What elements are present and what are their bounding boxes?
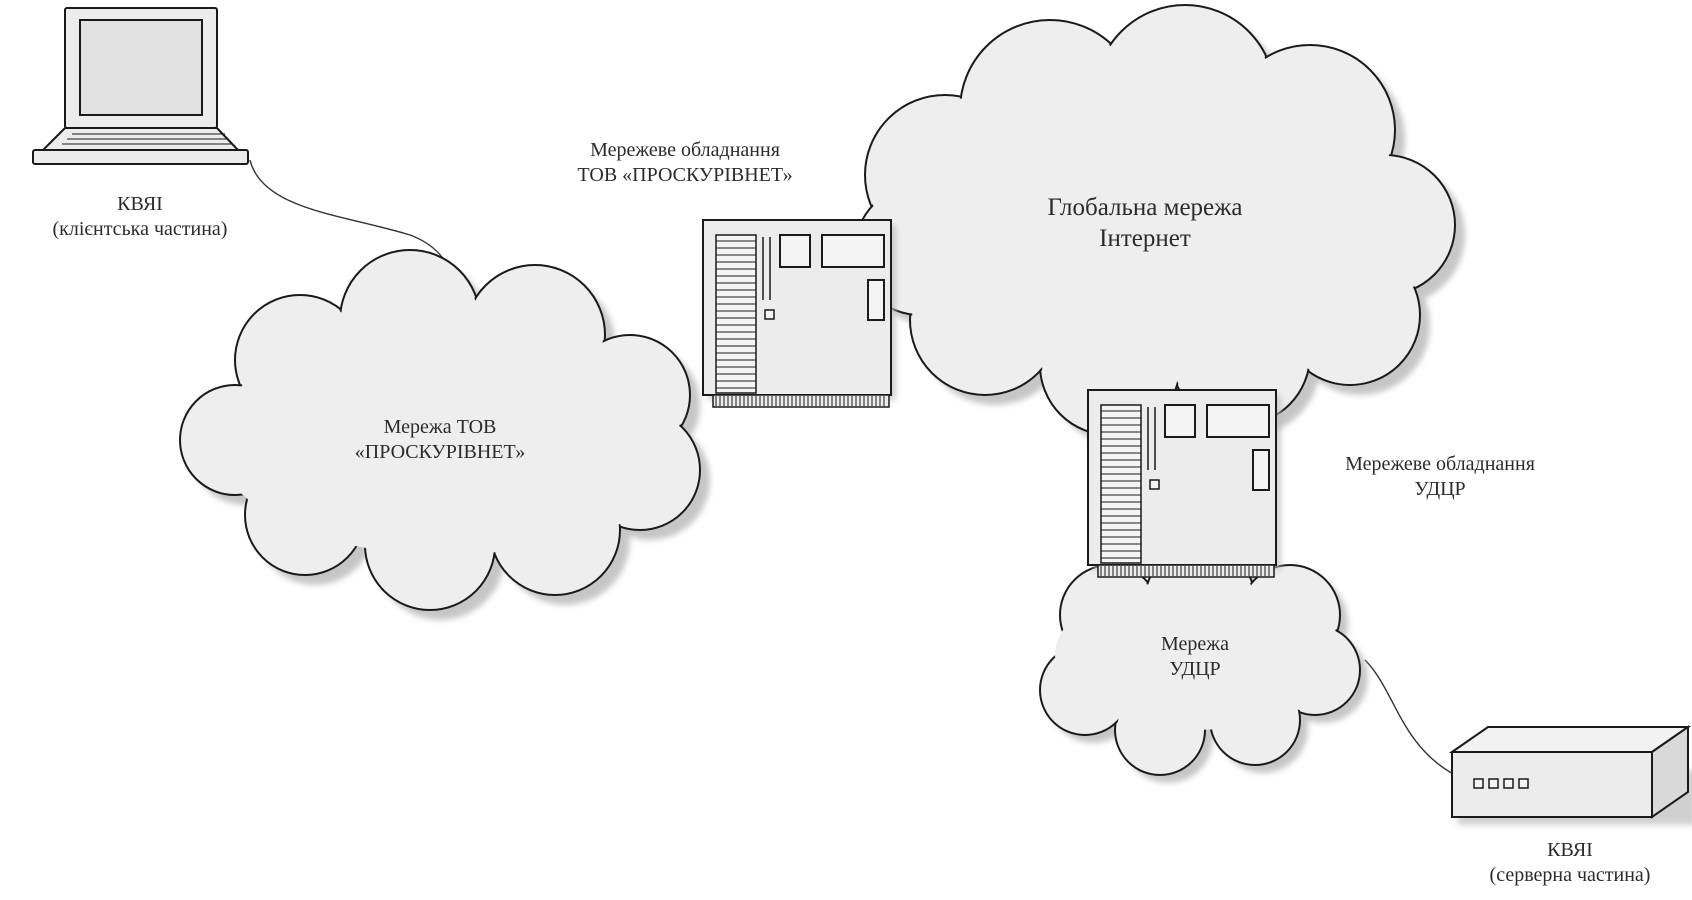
udcr-equipment-label: Мережеве обладнання УДЦР (1345, 453, 1535, 500)
laptop-label: КВЯІ (клієнтська частина) (52, 193, 228, 240)
laptop-icon (32, 7, 249, 165)
server-box-icon (1448, 725, 1692, 825)
udcr-network-cloud (1039, 544, 1368, 783)
server-label: КВЯІ (серверна частина) (1489, 839, 1651, 886)
provider-network-cloud (179, 249, 710, 620)
internet-label: Глобальна мережа Інтернет (1047, 194, 1243, 253)
udcr-network-label: Мережа УДЦР (1161, 633, 1229, 680)
provider-network-label: Мережа ТОВ «ПРОСКУРІВНЕТ» (354, 416, 526, 463)
udcr-network-to-server-link (1364, 659, 1456, 776)
router-icon-provider (702, 219, 896, 408)
internet-cloud (854, 4, 1465, 445)
router-icon-udcr (1087, 389, 1281, 578)
provider-equipment-label: Мережеве обладнання ТОВ «ПРОСКУРІВНЕТ» (577, 139, 793, 186)
